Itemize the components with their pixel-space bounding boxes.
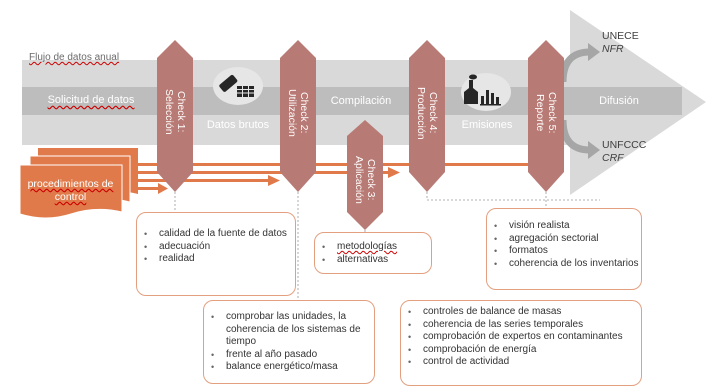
list-item: calidad de la fuente de datos	[144, 228, 295, 241]
list-item: coherencia de los inventarios	[494, 258, 641, 271]
list-item: comprobar las unidades, la coherencia de…	[211, 311, 374, 349]
check-2-label: Check 2: Utilización	[286, 89, 310, 137]
check-3-shape	[347, 120, 383, 230]
check-3-criteria-list: metodologías alternativas	[315, 241, 431, 266]
destination-bottom-org: UNFCCC	[602, 139, 647, 151]
list-item: control de actividad	[408, 356, 641, 369]
destination-top: UNECE NFR	[602, 30, 639, 56]
stage-emisiones-label: Emisiones	[461, 119, 513, 131]
stage-compilacion-label: Compilación	[330, 95, 392, 107]
check-2-criteria-box: comprobar las unidades, la coherencia de…	[203, 300, 375, 384]
destination-top-org: UNECE	[602, 30, 639, 42]
list-item: frente al año pasado	[211, 349, 374, 362]
check-3-criteria-box: metodologías alternativas	[314, 232, 432, 274]
list-item: coherencia de las series temporales	[408, 319, 641, 332]
list-item: balance energético/masa	[211, 361, 374, 374]
list-item: alternativas	[322, 254, 431, 267]
list-item: formatos	[494, 245, 641, 258]
check-5-criteria-box: visión realista agregación sectorial for…	[486, 208, 642, 290]
check-1-criteria-list: calidad de la fuente de datos adecuación…	[137, 228, 295, 266]
procedures-documents	[19, 148, 138, 219]
list-item: comprobación de energía	[408, 344, 641, 357]
check-2-criteria-list: comprobar las unidades, la coherencia de…	[204, 311, 374, 374]
procedures-label: procedimientos de control	[27, 178, 114, 203]
destination-bottom: UNFCCC CRF	[602, 139, 646, 165]
check-3-label: Check 3: Aplicación	[353, 156, 377, 204]
check-4-criteria-box: controles de balance de masas coherencia…	[400, 300, 642, 386]
list-item: agregación sectorial	[494, 233, 641, 246]
datos-brutos-icon	[213, 67, 263, 105]
stage-difusion-label: Difusión	[599, 95, 639, 107]
list-item: controles de balance de masas	[408, 306, 641, 319]
check-5-label: Check 5: Reporte	[534, 92, 558, 134]
check-4-criteria-list: controles de balance de masas coherencia…	[401, 306, 641, 369]
check-4-shape	[409, 40, 445, 192]
emisiones-icon	[461, 73, 511, 111]
stage-solicitud-label: Solicitud de datos	[47, 94, 135, 106]
check-5-criteria-list: visión realista agregación sectorial for…	[487, 220, 641, 270]
flow-title: Flujo de datos anual	[29, 52, 120, 63]
curve-arrowhead-top	[588, 43, 600, 61]
check-4-label: Check 4: Producción	[415, 86, 439, 140]
destination-bottom-format: CRF	[602, 152, 624, 164]
check-1-criteria-box: calidad de la fuente de datos adecuación…	[136, 212, 296, 296]
list-item: adecuación	[144, 241, 295, 254]
check-1-shape	[157, 40, 193, 192]
list-item: comprobación de expertos en contaminante…	[408, 331, 641, 344]
check-5-shape	[528, 40, 564, 192]
check-2-shape	[280, 40, 316, 192]
list-item: realidad	[144, 253, 295, 266]
main-flow-bar	[22, 87, 682, 115]
list-item: visión realista	[494, 220, 641, 233]
stage-datos-brutos-label: Datos brutos	[206, 119, 270, 131]
check-1-label: Check 1: Selección	[163, 89, 187, 135]
list-item: metodologías	[322, 241, 431, 254]
destination-top-format: NFR	[602, 43, 624, 55]
curve-arrowhead-bottom	[588, 141, 600, 159]
